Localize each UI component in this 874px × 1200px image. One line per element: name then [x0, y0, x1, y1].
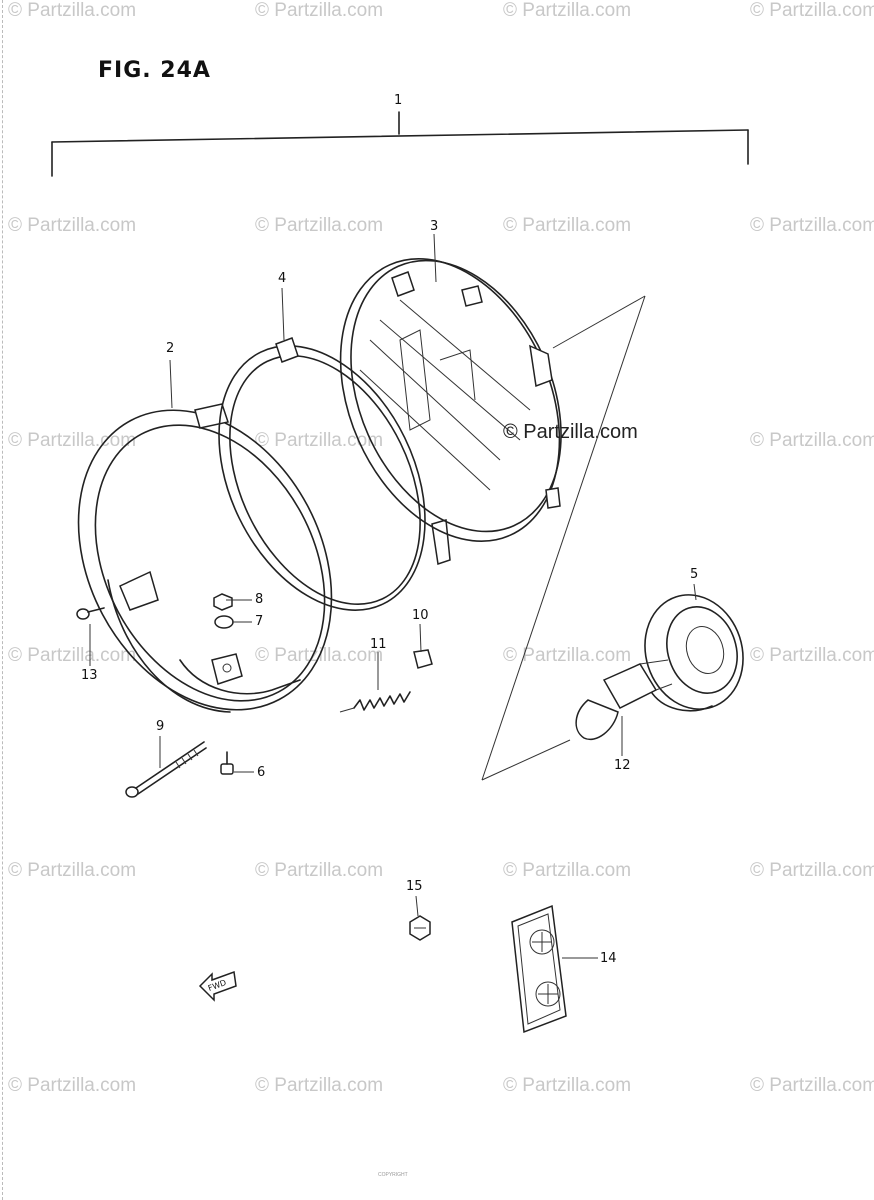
watermark: © Partzilla.com	[750, 430, 874, 451]
watermark: © Partzilla.com	[255, 215, 384, 236]
exploded-view-outline	[481, 295, 646, 781]
inner-ring	[218, 337, 451, 611]
callout-5: 5	[690, 567, 699, 582]
callout-14: 14	[600, 951, 617, 966]
figure-title: FIG. 24A	[98, 58, 211, 83]
watermark: © Partzilla.com	[8, 215, 137, 236]
headlight-bulb	[575, 659, 673, 741]
callout-4: 4	[278, 271, 287, 286]
page-edge	[2, 0, 3, 1200]
watermark: © Partzilla.com	[750, 215, 874, 236]
washer	[214, 615, 234, 629]
watermark: © Partzilla.com	[8, 1075, 137, 1096]
leader-lines	[89, 233, 697, 959]
watermark: © Partzilla.com	[255, 430, 384, 451]
callout-3: 3	[430, 219, 439, 234]
watermark: © Partzilla.com	[750, 860, 874, 881]
watermark: © Partzilla.com	[8, 430, 137, 451]
nut-clip	[413, 649, 433, 669]
headlight-rim	[77, 403, 333, 713]
callout-7: 7	[255, 614, 264, 629]
watermark: © Partzilla.com	[255, 1075, 384, 1096]
watermark: © Partzilla.com	[750, 645, 874, 666]
watermark: © Partzilla.com	[255, 860, 384, 881]
callout-6: 6	[257, 765, 266, 780]
callout-10: 10	[412, 608, 429, 623]
bulb-socket	[644, 594, 744, 712]
watermark: © Partzilla.com	[8, 645, 137, 666]
grommet	[409, 915, 431, 941]
callout-13: 13	[81, 668, 98, 683]
watermark: © Partzilla.com	[503, 1075, 632, 1096]
footer-note: COPYRIGHT	[378, 1172, 408, 1178]
callout-12: 12	[614, 758, 631, 773]
callout-2: 2	[166, 341, 175, 356]
reflector	[511, 904, 567, 1034]
callout-11: 11	[370, 637, 387, 652]
forward-arrow-icon	[198, 970, 237, 1002]
watermark: © Partzilla.com	[750, 1075, 874, 1096]
watermark: © Partzilla.com	[8, 0, 137, 21]
callout-9: 9	[156, 719, 165, 734]
watermark: © Partzilla.com	[503, 860, 632, 881]
callout-8: 8	[255, 592, 264, 607]
watermark-center: © Partzilla.com	[503, 421, 638, 443]
callout-15: 15	[406, 879, 423, 894]
screw-6	[220, 751, 234, 775]
nut	[213, 593, 233, 611]
screw-13	[76, 607, 105, 620]
callout-1: 1	[394, 93, 403, 108]
adjusting-bolt	[125, 741, 207, 798]
watermark: © Partzilla.com	[503, 0, 632, 21]
headlight-unit	[339, 258, 562, 542]
watermark: © Partzilla.com	[255, 0, 384, 21]
watermark: © Partzilla.com	[503, 645, 632, 666]
watermark: © Partzilla.com	[503, 215, 632, 236]
watermark: © Partzilla.com	[750, 0, 874, 21]
spring	[339, 691, 411, 713]
assembly-bracket	[51, 111, 749, 177]
watermark: © Partzilla.com	[8, 860, 137, 881]
